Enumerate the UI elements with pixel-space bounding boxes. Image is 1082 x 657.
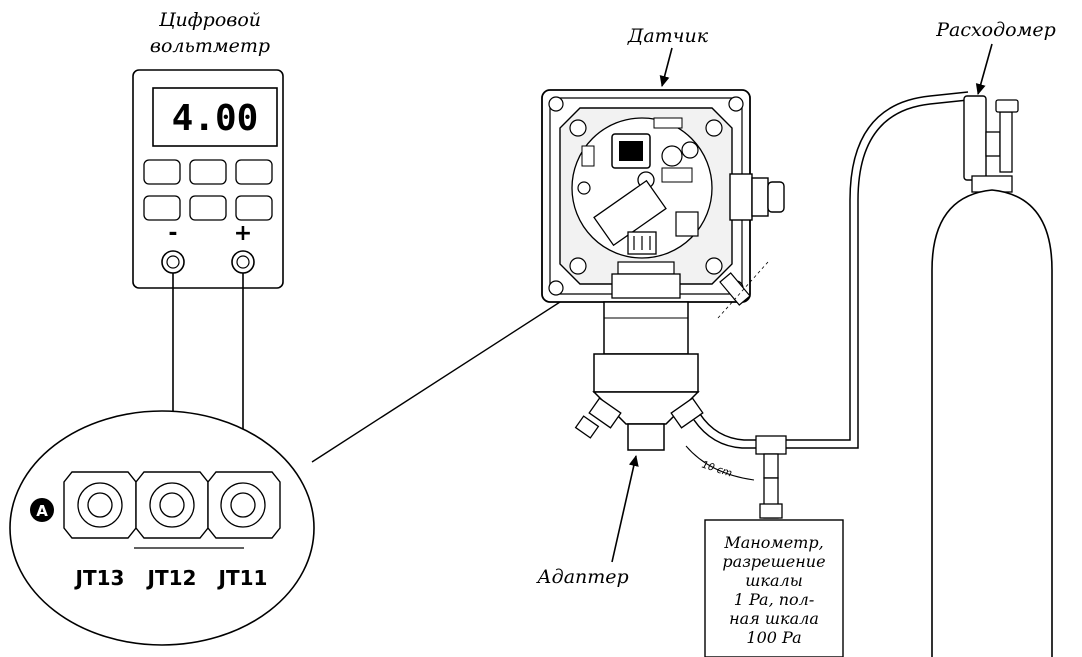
sensor-arrow — [659, 47, 673, 87]
manometer-line-6: 100 Pa — [746, 628, 801, 647]
gas-cylinder: Расходомер — [931, 19, 1056, 657]
manometer-line-1: Манометр, — [723, 533, 823, 552]
voltmeter-key-1[interactable] — [143, 159, 181, 185]
flowmeter-arrow — [975, 43, 993, 95]
voltmeter-key-5[interactable] — [189, 195, 227, 221]
distance-label: 10 cm — [700, 460, 733, 480]
marker-a-badge — [30, 498, 54, 522]
manometer-line-5: ная шкала — [729, 609, 819, 628]
voltmeter-label-line1: Цифровой — [158, 9, 261, 31]
voltmeter-key-3[interactable] — [235, 159, 273, 185]
marker-a-letter: A — [36, 502, 48, 520]
manometer: Манометр, разрешение шкалы 1 Pa, пол- на… — [704, 519, 844, 657]
sensor-housing: Датчик — [541, 25, 785, 319]
voltmeter-display — [152, 87, 278, 147]
voltmeter-reading: 4.00 — [172, 98, 259, 139]
adapter-body: Адаптер — [535, 301, 704, 588]
adapter-arrow — [611, 455, 639, 563]
manometer-line-2: разрешение — [722, 552, 825, 571]
voltmeter-label-line2: вольтметр — [150, 35, 270, 57]
voltmeter-key-4[interactable] — [143, 195, 181, 221]
adapter-label: Адаптер — [535, 566, 628, 588]
terminal-jt11: JT11 — [217, 566, 268, 590]
minus-sign: - — [168, 221, 177, 246]
flowmeter-label: Расходомер — [935, 19, 1056, 41]
tubing: 10 cm — [685, 91, 969, 519]
voltmeter-key-2[interactable] — [189, 159, 227, 185]
terminal-jt12: JT12 — [146, 566, 197, 590]
manometer-line-4: 1 Pa, пол- — [734, 590, 815, 609]
terminal-detail: A JT13 JT12 JT11 — [9, 410, 315, 646]
plus-sign: + — [234, 221, 252, 246]
manometer-line-3: шкалы — [745, 571, 802, 590]
terminal-jt13: JT13 — [74, 566, 125, 590]
sensor-label: Датчик — [627, 25, 709, 47]
flowmeter-body — [963, 95, 987, 181]
digital-voltmeter: Цифровой вольтметр 4.00 - + — [132, 9, 284, 289]
voltmeter-key-6[interactable] — [235, 195, 273, 221]
